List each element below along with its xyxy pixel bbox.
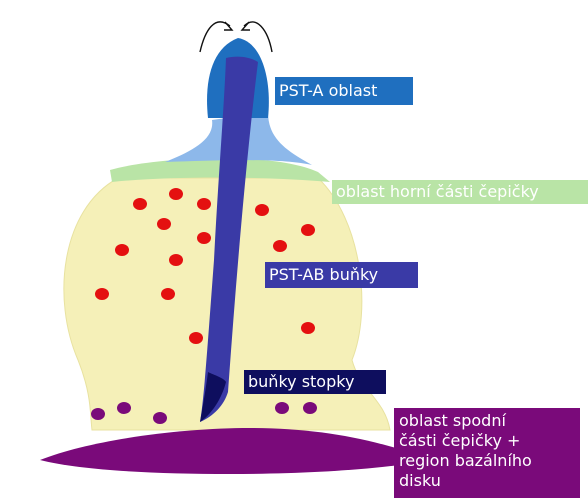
- red-cell: [197, 198, 211, 210]
- arrow-left-head: [224, 22, 232, 30]
- purple-cell: [117, 402, 131, 414]
- purple-cell: [91, 408, 105, 420]
- red-cell: [301, 224, 315, 236]
- label-lower-cap: oblast spodní části čepičky + region baz…: [394, 408, 580, 498]
- basal-disc: [40, 428, 430, 474]
- red-cell: [189, 332, 203, 344]
- red-cell: [95, 288, 109, 300]
- red-cell: [115, 244, 129, 256]
- red-cell: [133, 198, 147, 210]
- red-cell: [169, 188, 183, 200]
- red-cell: [169, 254, 183, 266]
- red-cell: [161, 288, 175, 300]
- arrow-right-head: [242, 22, 250, 30]
- purple-cell: [275, 402, 289, 414]
- red-cell: [157, 218, 171, 230]
- label-upper-cap: oblast horní části čepičky: [332, 180, 588, 204]
- label-pst-ab: PST-AB buňky: [265, 262, 418, 288]
- label-stalk-cells: buňky stopky: [244, 370, 386, 394]
- red-cell: [301, 322, 315, 334]
- label-pst-a: PST-A oblast: [275, 77, 413, 105]
- red-cell: [197, 232, 211, 244]
- purple-cell: [153, 412, 167, 424]
- purple-cell: [303, 402, 317, 414]
- red-cell: [273, 240, 287, 252]
- red-cell: [255, 204, 269, 216]
